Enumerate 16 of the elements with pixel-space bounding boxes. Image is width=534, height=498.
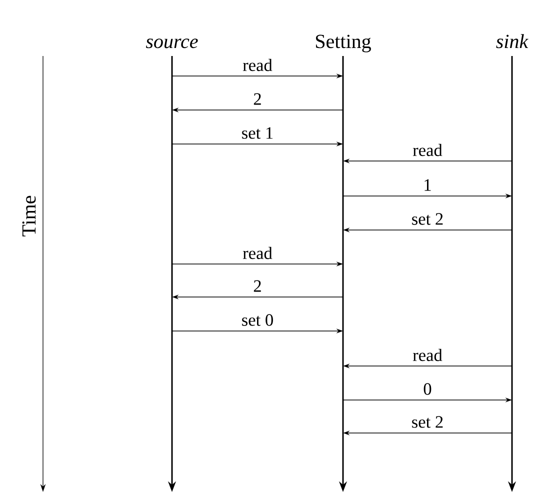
message-label: read (412, 144, 442, 156)
message-label: read (242, 58, 272, 72)
message-label: 2 (254, 280, 261, 292)
axis-label: Time (22, 196, 36, 236)
lifeline-header: sink (496, 34, 528, 48)
message-label: 1 (424, 179, 431, 191)
message-label: read (242, 246, 272, 260)
lifeline-header: source (146, 38, 198, 48)
message-label: 2 (254, 93, 261, 105)
message-label: set 1 (242, 127, 273, 139)
message-label: 0 (424, 383, 432, 395)
message-label: set 0 (242, 314, 273, 326)
message-label: read (412, 348, 442, 362)
message-label: set 2 (412, 213, 443, 225)
lifeline-header: Setting (316, 34, 371, 52)
message-label: set 2 (412, 416, 443, 428)
